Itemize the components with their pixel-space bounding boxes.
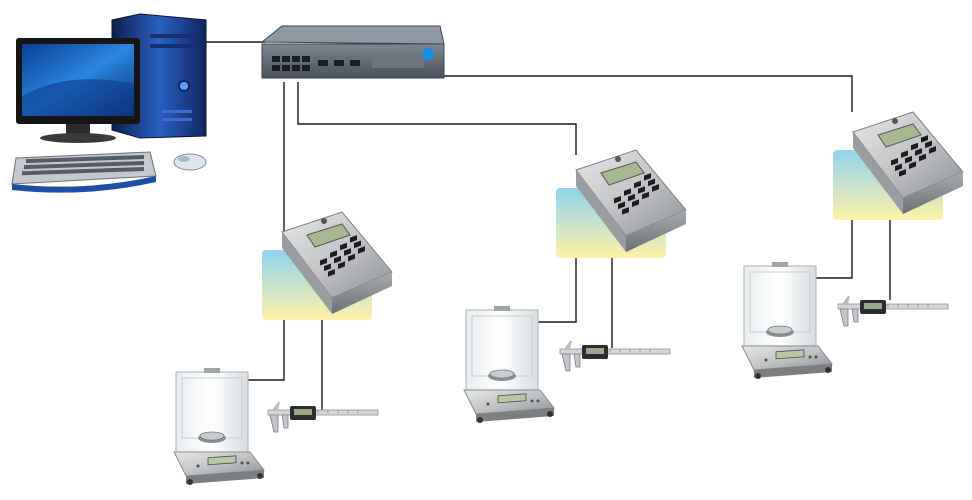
caliper-1 (267, 401, 379, 433)
desktop-computer (11, 13, 207, 193)
mouse (173, 153, 207, 171)
keyboard (11, 151, 157, 193)
cable-terminal-1-balance-1 (248, 318, 285, 381)
cable-terminal-3-balance-3 (810, 218, 853, 279)
terminal-1 (261, 211, 393, 321)
hp-logo-icon (422, 48, 434, 60)
caliper-2 (559, 340, 671, 372)
monitor (16, 38, 140, 143)
cable-terminal-2-balance-2 (534, 258, 577, 323)
caliper-3 (837, 295, 949, 327)
balance-2 (463, 305, 555, 424)
cable-switch-terminal-3 (440, 75, 853, 112)
terminal-3 (832, 111, 964, 221)
cable-switch-terminal-2 (297, 82, 577, 155)
balance-1 (173, 367, 265, 486)
terminal-2 (555, 149, 687, 259)
balance-3 (741, 261, 833, 380)
network-switch (260, 25, 445, 79)
network-cables (206, 41, 891, 410)
ethernet-ports (272, 56, 360, 71)
